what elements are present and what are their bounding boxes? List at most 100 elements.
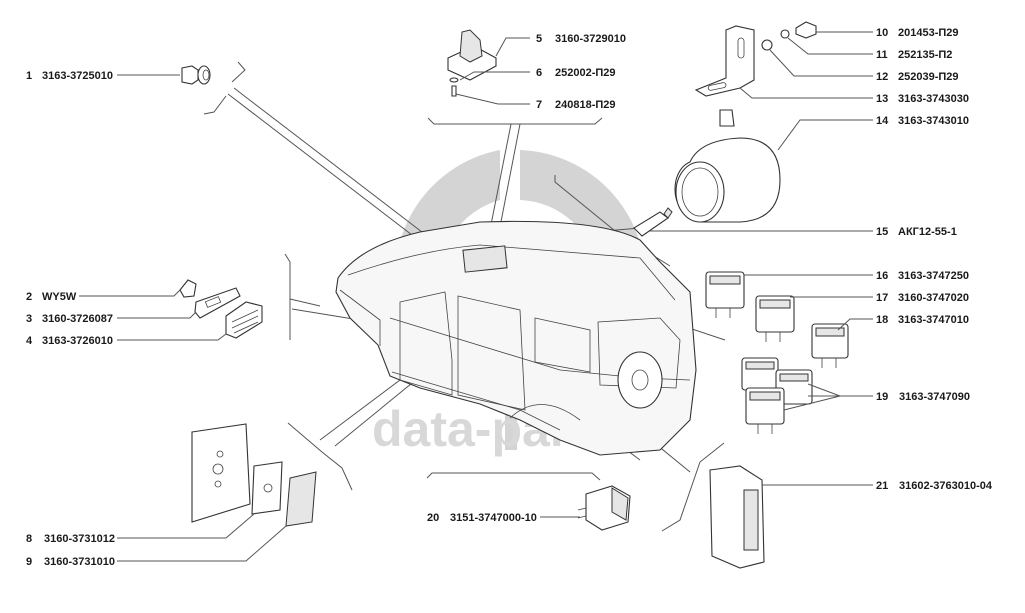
callout-number: 6 [536, 67, 542, 79]
callout-18[interactable]: 18 3163-3747010 [876, 314, 969, 326]
callout-6[interactable]: 6 252002-П29 [536, 67, 616, 79]
screw [451, 85, 457, 97]
flasher-face [611, 487, 629, 521]
callout-13[interactable]: 13 3163-3743030 [876, 93, 969, 105]
fuse-body [633, 211, 669, 237]
relay-19c [745, 387, 785, 434]
washer-large [761, 39, 773, 51]
dome-light-assembly [447, 29, 497, 97]
callout-number: 8 [26, 533, 32, 545]
leader-line-19c [783, 395, 841, 411]
dome-light-connector [459, 29, 483, 63]
callout-16[interactable]: 16 3163-3747250 [876, 270, 969, 282]
callout-part-number: 3163-3743010 [898, 115, 969, 127]
callout-14[interactable]: 14 3163-3743010 [876, 115, 969, 127]
callout-part-number: WY5W [42, 291, 77, 303]
leader-line-14 [777, 119, 873, 151]
callout-part-number: АКГ12-55-1 [898, 226, 957, 238]
callout-4[interactable]: 4 3163-3726010 [26, 335, 113, 347]
leader-line-13 [739, 87, 873, 99]
callout-3[interactable]: 3 3160-3726087 [26, 313, 113, 325]
relay-16 [705, 271, 745, 318]
callout-2[interactable]: 2 WY5W [26, 291, 77, 303]
callout-number: 3 [26, 313, 32, 325]
leader-line-4 [117, 333, 227, 341]
relay-19b [775, 369, 813, 405]
callout-leaders [79, 31, 873, 562]
callout-15[interactable]: 15 АКГ12-55-1 [876, 226, 957, 238]
leader-line-12 [769, 49, 873, 77]
callout-part-number: 3163-3726010 [42, 335, 113, 347]
relay-label [749, 391, 781, 401]
socket-opening [202, 69, 210, 81]
callout-part-number: 3160-3731010 [44, 556, 115, 568]
callout-12[interactable]: 12 252039-П29 [876, 71, 959, 83]
leader-line-11 [787, 37, 873, 55]
callout-part-number: 3163-3743030 [898, 93, 969, 105]
relay-pins [715, 308, 731, 318]
callout-part-number: 3163-3747010 [898, 314, 969, 326]
panel-hole-2 [212, 463, 224, 475]
callout-number: 10 [876, 27, 888, 39]
callout-part-number: 3163-3747250 [898, 270, 969, 282]
callout-number: 2 [26, 291, 32, 303]
callout-part-number: 3160-3747020 [898, 292, 969, 304]
callout-5[interactable]: 5 3160-3729010 [536, 33, 626, 45]
callout-part-number: 3160-3729010 [555, 33, 626, 45]
callout-part-number: 31602-3763010-04 [899, 480, 993, 492]
callout-part-number: 240818-П29 [555, 99, 616, 111]
control-unit [709, 465, 765, 569]
car-roof-line [347, 244, 676, 301]
callout-number: 20 [427, 512, 439, 524]
sunroof [462, 245, 508, 273]
callout-1[interactable]: 1 3163-3725010 [26, 70, 113, 82]
relay-17 [755, 295, 795, 342]
relay-18 [811, 323, 849, 368]
front-bumper [339, 289, 381, 346]
horn-terminal [719, 109, 735, 127]
gasket-window [204, 296, 222, 308]
leader-line-9 [117, 525, 287, 562]
callout-labels: 1 3163-3725010 2 WY5W 3 3160-3726087 4 3… [26, 27, 993, 568]
leader-line-3 [117, 311, 197, 319]
bracket-5 [427, 117, 603, 125]
vehicle-body [335, 220, 697, 456]
callout-19[interactable]: 19 3163-3747090 [876, 391, 970, 403]
callout-17[interactable]: 17 3160-3747020 [876, 292, 969, 304]
callout-part-number: 3160-3726087 [42, 313, 113, 325]
callout-part-number: 3151-3747000-10 [450, 512, 537, 524]
fuse [633, 207, 673, 237]
leader-line-7 [455, 93, 530, 105]
callout-number: 7 [536, 99, 542, 111]
relay-pins [757, 424, 773, 434]
panel-hole-3 [214, 480, 222, 488]
callout-part-number: 252039-П29 [898, 71, 959, 83]
leader-1b [227, 93, 443, 259]
callout-21[interactable]: 21 31602-3763010-04 [876, 480, 993, 492]
callout-9[interactable]: 9 3160-3731010 [26, 556, 115, 568]
callout-7[interactable]: 7 240818-П29 [536, 99, 616, 111]
tailgate-opening [597, 317, 681, 389]
callout-10[interactable]: 10 201453-П29 [876, 27, 959, 39]
callout-11[interactable]: 11 252135-П2 [876, 49, 952, 61]
relay-19a [741, 357, 779, 391]
bracket-20 [426, 472, 601, 481]
callout-20[interactable]: 20 3151-3747000-10 [427, 512, 537, 524]
relay-label [709, 275, 741, 285]
relay-pins [821, 358, 837, 368]
reflector-pad [251, 461, 283, 515]
callout-part-number: 252002-П29 [555, 67, 616, 79]
cigarette-lighter-socket [181, 65, 211, 85]
callout-8[interactable]: 8 3160-3731012 [26, 533, 115, 545]
callout-number: 14 [876, 115, 889, 127]
callout-number: 16 [876, 270, 888, 282]
relay-label [745, 361, 775, 370]
washer [449, 77, 459, 83]
rear-door [457, 295, 526, 411]
fuse-cap [663, 207, 673, 219]
leader-line-6 [459, 71, 530, 81]
bracket-8 [287, 422, 353, 491]
bolt [795, 21, 817, 39]
callout-number: 4 [26, 335, 33, 347]
relay-pins [765, 332, 781, 342]
